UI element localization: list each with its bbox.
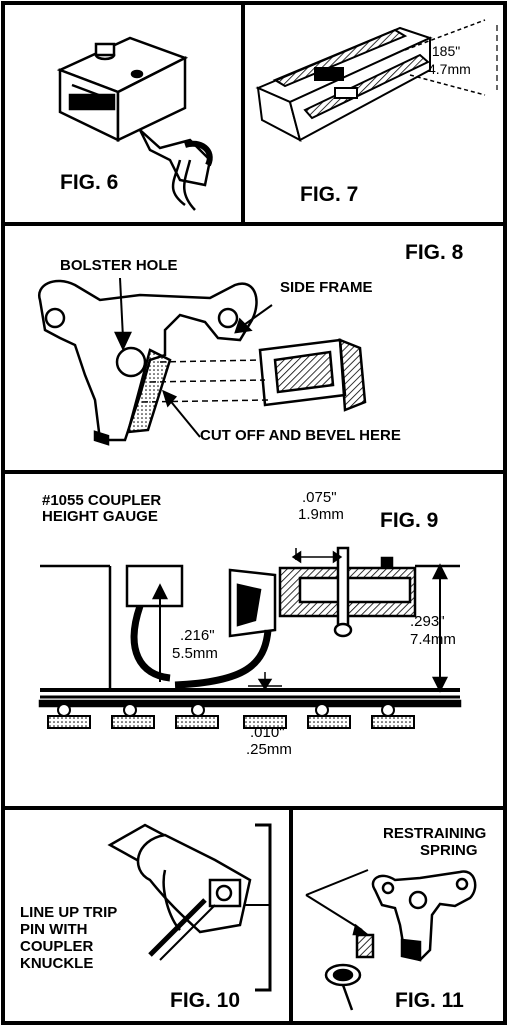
fig11-spring-label-2: SPRING: [420, 842, 478, 859]
fig9-caption: FIG. 9: [380, 509, 439, 532]
fig8-bolster-hole-label: BOLSTER HOLE: [60, 257, 178, 274]
fig9-dim4-inches: .010": [250, 724, 285, 741]
fig10-caption: FIG. 10: [170, 989, 241, 1012]
fig7-gauge-drawing: [255, 19, 498, 142]
fig10-note-1: LINE UP TRIP: [20, 904, 118, 921]
fig11-caption: FIG. 11: [395, 989, 464, 1012]
fig9-dim2-inches: .216": [180, 627, 215, 644]
fig8-caption: FIG. 8: [405, 241, 464, 264]
fig6-caption: FIG. 6: [60, 171, 119, 194]
fig9-dim3-mm: 7.4mm: [410, 631, 456, 648]
fig9-dim1-mm: 1.9mm: [298, 506, 344, 523]
fig10-note-4: KNUCKLE: [20, 955, 94, 972]
fig10-note-2: PIN WITH: [20, 921, 88, 938]
fig11-spring-drawing: [305, 869, 477, 1011]
fig9-dim1-inches: .075": [302, 489, 337, 506]
fig9-height-gauge-drawing: [38, 546, 462, 729]
fig8-cut-label: CUT OFF AND BEVEL HERE: [200, 427, 401, 444]
fig9-gauge-title-1: #1055 COUPLER: [42, 492, 162, 509]
fig9-gauge-title-2: HEIGHT GAUGE: [42, 508, 158, 525]
fig10-trip-pin-drawing: [107, 823, 272, 992]
fig7-caption: FIG. 7: [300, 183, 359, 206]
fig7-dim-mm: 4.7mm: [428, 61, 471, 77]
fig10-note-3: COUPLER: [20, 938, 94, 955]
fig11-spring-label-1: RESTRAINING: [383, 825, 487, 842]
fig6-coupler-drawing: [56, 36, 213, 211]
fig9-dim3-inches: .293": [410, 613, 445, 630]
fig9-dim2-mm: 5.5mm: [172, 645, 218, 662]
fig8-side-frame-drawing: [38, 277, 367, 446]
fig9-dim4-mm: .25mm: [246, 741, 292, 758]
fig7-dim-inches: .185": [428, 43, 461, 59]
fig8-side-frame-label: SIDE FRAME: [280, 279, 373, 296]
